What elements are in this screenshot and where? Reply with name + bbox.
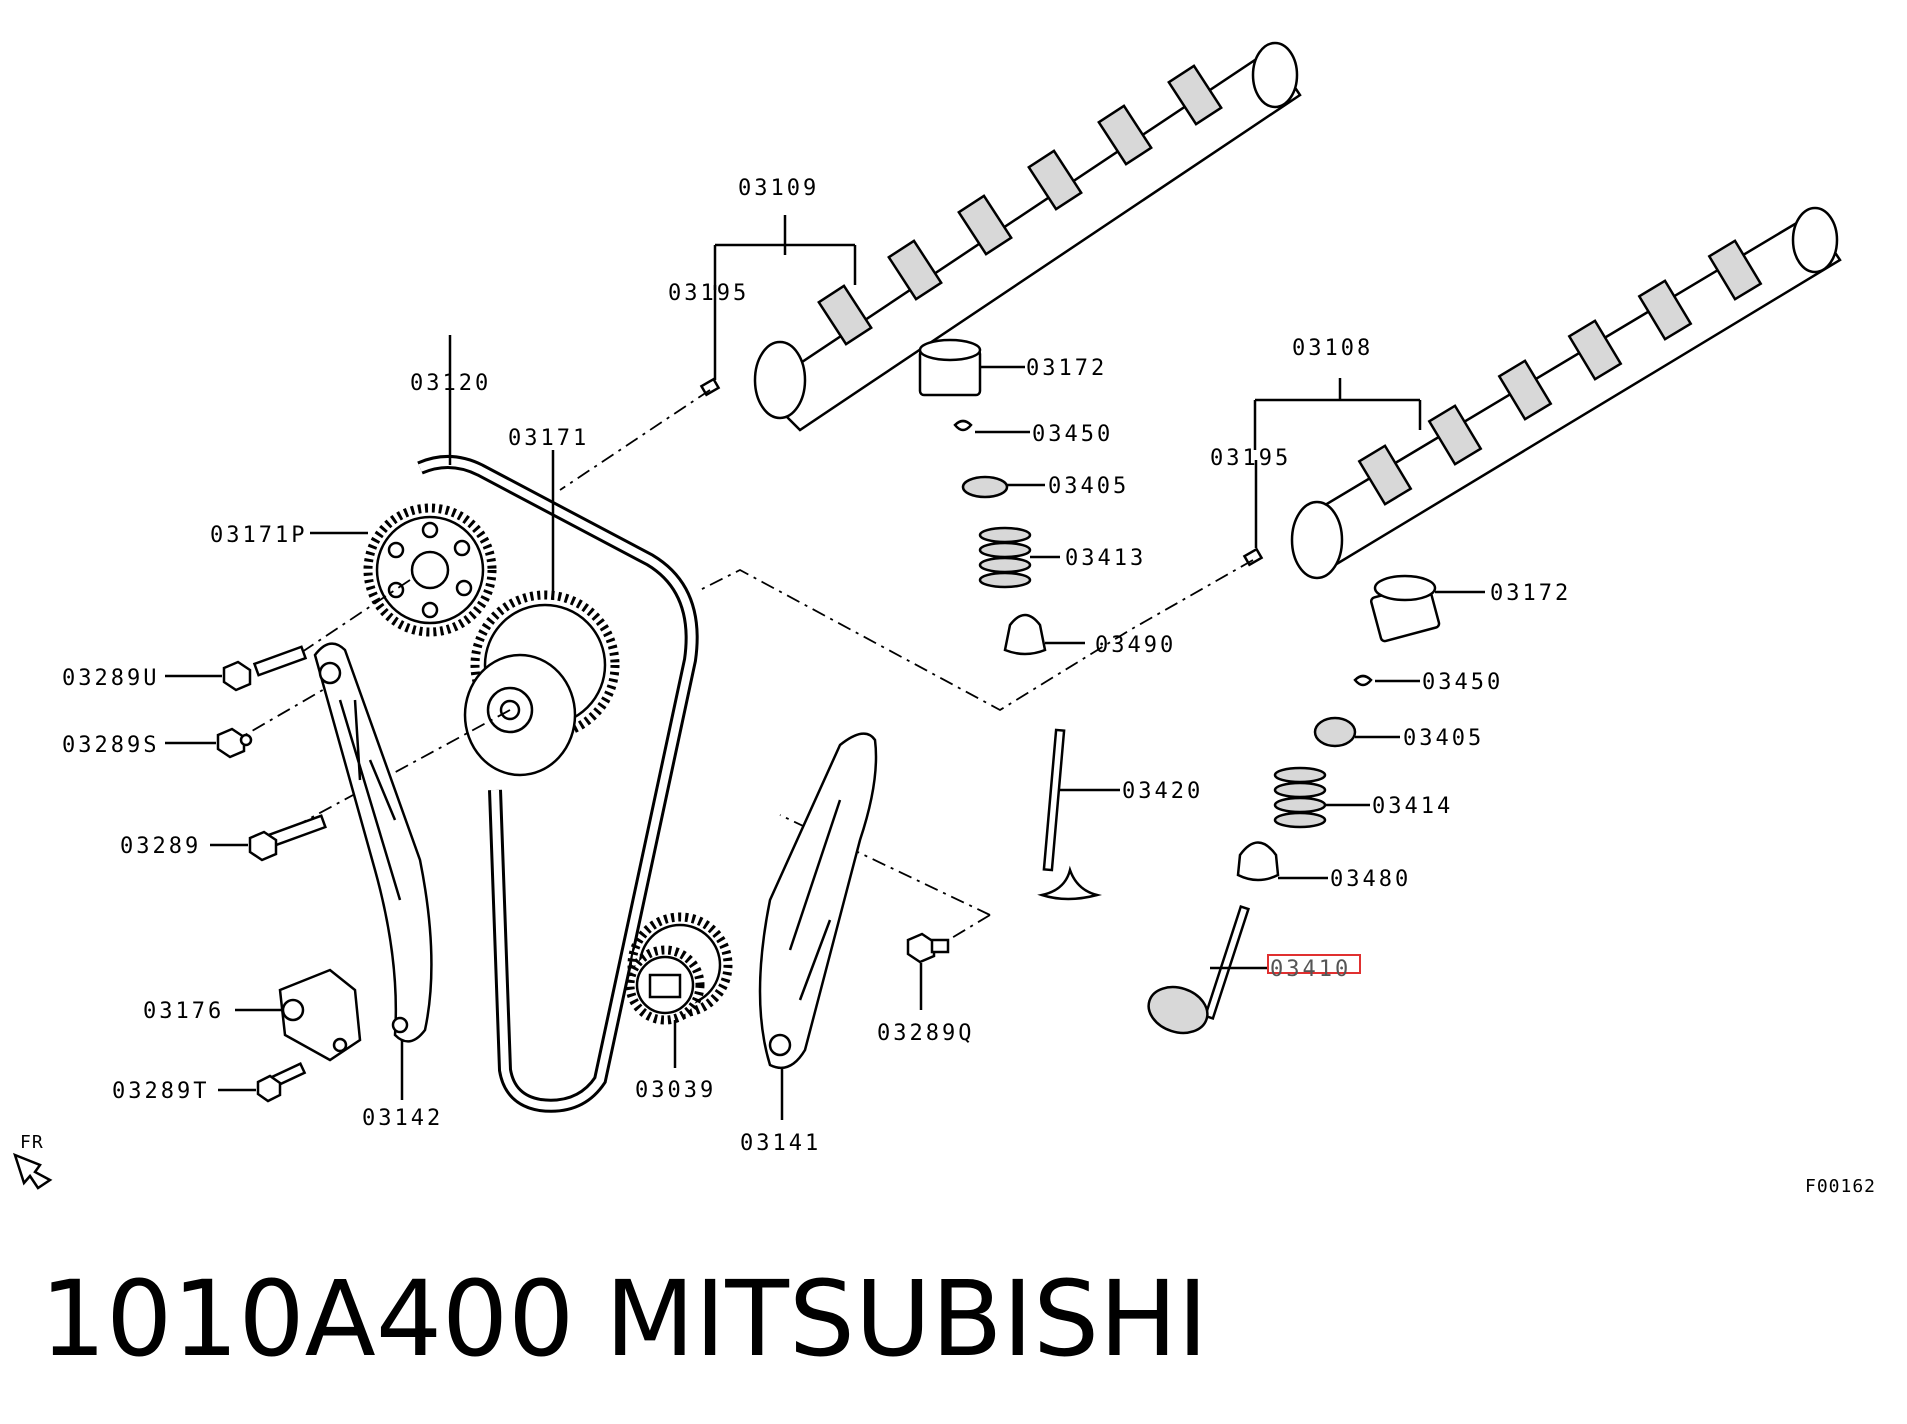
timing-chain-inner: [418, 457, 696, 1110]
label-03413[interactable]: 03413: [1065, 546, 1146, 571]
bracket-03108: [1253, 378, 1422, 450]
exhaust-valve-03410[interactable]: [1143, 904, 1250, 1041]
camshaft-lower[interactable]: [1290, 206, 1842, 580]
label-03141[interactable]: 03141: [740, 1131, 821, 1156]
label-03289[interactable]: 03289: [120, 834, 201, 859]
lifter-lower[interactable]: [1369, 574, 1441, 643]
label-03480[interactable]: 03480: [1330, 867, 1411, 892]
alignment-line-a: [559, 389, 711, 491]
label-03289S[interactable]: 03289S: [62, 733, 159, 758]
label-03108[interactable]: 03108: [1292, 336, 1373, 361]
label-03120[interactable]: 03120: [410, 371, 491, 396]
valve-seal-03480[interactable]: [1236, 841, 1280, 882]
label-03289T[interactable]: 03289T: [112, 1079, 209, 1104]
label-03405-b[interactable]: 03405: [1403, 726, 1484, 751]
label-03450-b[interactable]: 03450: [1422, 670, 1503, 695]
retainer-key-lower[interactable]: [1353, 674, 1373, 687]
valve-seal-03490[interactable]: [1003, 613, 1047, 656]
label-03172-b[interactable]: 03172: [1490, 581, 1571, 606]
dowel-pin-lower[interactable]: [1242, 547, 1264, 567]
sprocket-03171[interactable]: [463, 590, 620, 777]
alignment-line-bolt-u: [289, 579, 411, 661]
label-03195-a[interactable]: 03195: [668, 281, 749, 306]
label-03490[interactable]: 03490: [1095, 633, 1176, 658]
retainer-key-upper[interactable]: [953, 419, 973, 432]
spring-retainer-upper[interactable]: [961, 475, 1009, 499]
lifter-upper[interactable]: [918, 338, 982, 397]
alignment-line-c: [779, 814, 991, 946]
tensioner-03176[interactable]: [278, 968, 362, 1062]
bracket-03109: [713, 215, 857, 290]
intake-valve-03420[interactable]: [1037, 728, 1102, 901]
spring-retainer-lower[interactable]: [1313, 716, 1357, 748]
alignment-line-bolt-s: [244, 679, 341, 736]
label-03109[interactable]: 03109: [738, 176, 819, 201]
label-03289Q[interactable]: 03289Q: [877, 1021, 974, 1046]
label-03414[interactable]: 03414: [1372, 794, 1453, 819]
brand-name: MITSUBISHI: [605, 1258, 1208, 1380]
figure-code: F00162: [1805, 1176, 1876, 1197]
chain-guide-03141[interactable]: [758, 732, 878, 1070]
valve-spring-03414[interactable]: [1273, 766, 1327, 829]
label-03176[interactable]: 03176: [143, 999, 224, 1024]
bolt-03289U[interactable]: [222, 645, 308, 692]
label-03405-a[interactable]: 03405: [1048, 474, 1129, 499]
crank-sprocket-03039[interactable]: [625, 912, 733, 1025]
highlight-box-03410: [1267, 954, 1361, 974]
bolt-03289Q[interactable]: [906, 932, 950, 964]
label-03171P[interactable]: 03171P: [210, 523, 307, 548]
valve-spring-03413[interactable]: [978, 526, 1032, 589]
front-arrow-icon: [12, 1152, 53, 1190]
camshaft-upper[interactable]: [753, 41, 1302, 432]
label-03142[interactable]: 03142: [362, 1106, 443, 1131]
label-03289U[interactable]: 03289U: [62, 666, 159, 691]
label-03171[interactable]: 03171: [508, 426, 589, 451]
dowel-pin-upper[interactable]: [699, 377, 721, 397]
label-03420[interactable]: 03420: [1122, 779, 1203, 804]
bolt-03289[interactable]: [248, 814, 327, 862]
sprocket-03171P[interactable]: [363, 503, 497, 637]
chain-guide-03142[interactable]: [313, 642, 433, 1043]
label-03172-a[interactable]: 03172: [1026, 356, 1107, 381]
label-03450-a[interactable]: 03450: [1032, 422, 1113, 447]
label-03195-b[interactable]: 03195: [1210, 446, 1291, 471]
label-03039[interactable]: 03039: [635, 1078, 716, 1103]
bolt-03289S[interactable]: [216, 727, 253, 759]
alignment-line-b: [699, 559, 1254, 712]
bolt-03289T[interactable]: [256, 1062, 307, 1103]
label-03410[interactable]: 03410: [1270, 957, 1351, 982]
part-number: 1010A400: [40, 1258, 574, 1380]
orientation-mark: FR: [20, 1132, 44, 1153]
